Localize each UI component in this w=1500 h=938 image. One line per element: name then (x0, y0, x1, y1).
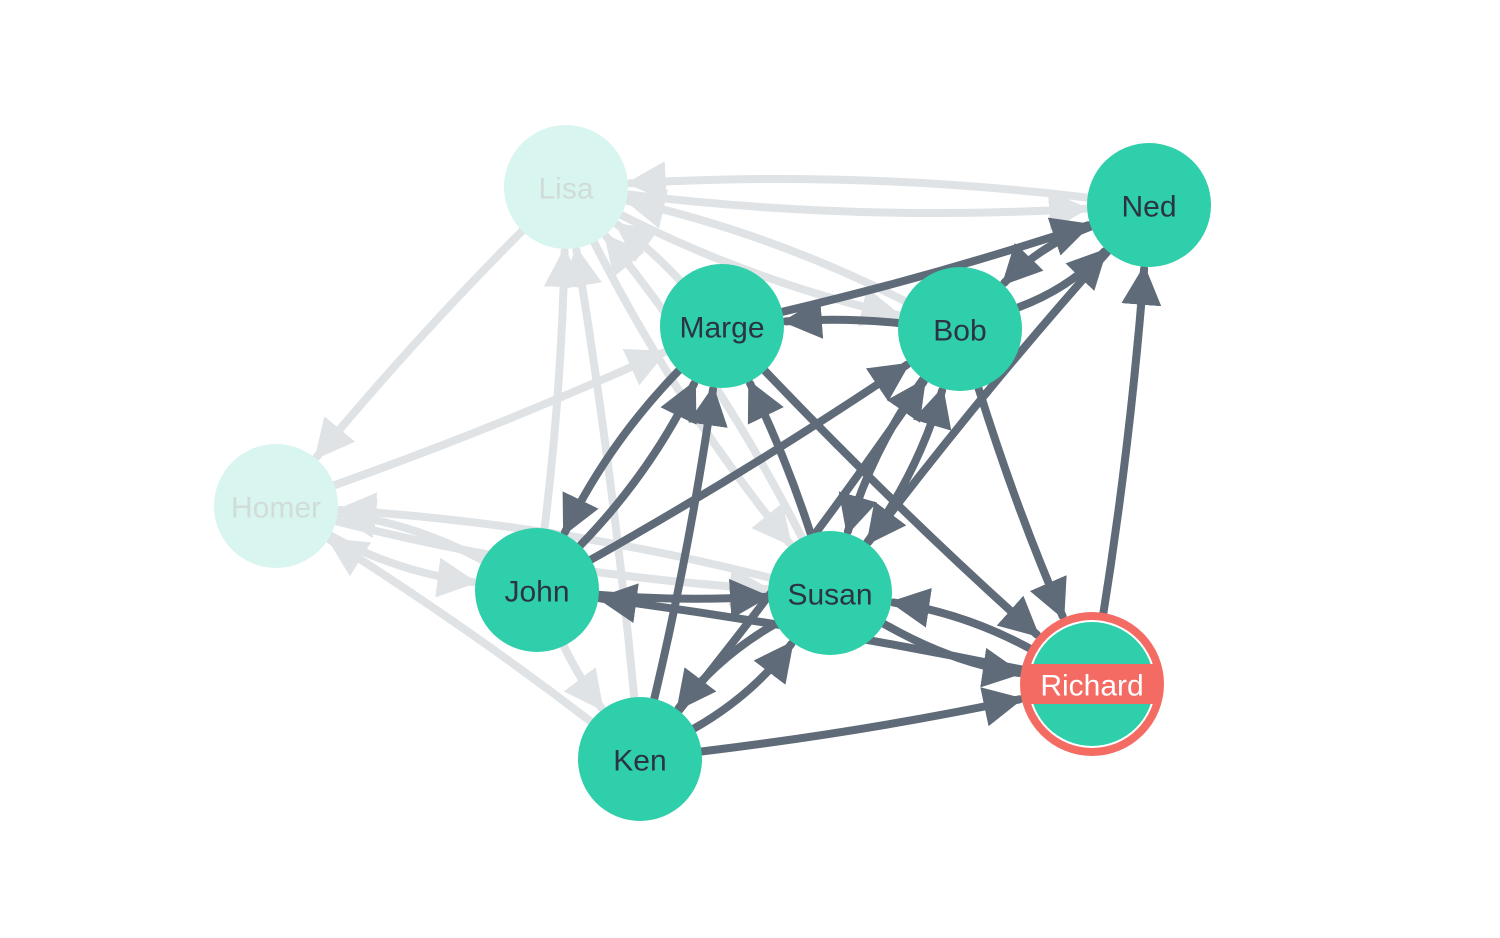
edge-susan-to-richard[interactable] (879, 619, 1023, 688)
node-circle (578, 697, 702, 821)
edge-ned-to-lisa[interactable] (625, 161, 1092, 202)
edge-marge-to-john[interactable] (560, 366, 683, 537)
edge-susan-to-marge[interactable] (746, 379, 815, 539)
node-label: Lisa (538, 173, 593, 206)
node-label: Ned (1121, 191, 1176, 224)
edge-lisa-to-homer[interactable] (312, 226, 527, 461)
node-label: Ken (613, 745, 666, 778)
edge-ken-to-richard[interactable] (697, 687, 1024, 756)
edge-john-to-bob[interactable] (587, 360, 911, 564)
node-ned[interactable]: Ned (1087, 143, 1211, 267)
node-ken[interactable]: Ken (578, 697, 702, 821)
edge-john-to-ken[interactable] (559, 641, 606, 712)
node-circle (768, 531, 892, 655)
node-richard[interactable]: Richard (1020, 612, 1164, 756)
node-marge[interactable]: Marge (660, 264, 784, 388)
edge-ken-to-susan[interactable] (690, 640, 796, 733)
edge-ken-to-homer[interactable] (326, 536, 595, 726)
node-bob[interactable]: Bob (898, 267, 1022, 391)
edge-bob-to-susan[interactable] (838, 375, 928, 536)
edge-homer-to-marge[interactable] (330, 348, 668, 490)
node-circle (898, 267, 1022, 391)
selected-label-background (1024, 664, 1160, 704)
edge-marge-to-richard[interactable] (760, 366, 1041, 639)
edge-susan-to-bob[interactable] (862, 386, 952, 547)
edge-john-to-lisa[interactable] (540, 247, 584, 533)
node-john[interactable]: John (475, 528, 599, 652)
edge-bob-to-marge[interactable] (781, 298, 903, 339)
edge-richard-to-ned[interactable] (1097, 264, 1162, 627)
node-susan[interactable]: Susan (768, 531, 892, 655)
edge-ken-to-marge[interactable] (650, 385, 728, 703)
node-lisa[interactable]: Lisa (504, 125, 628, 249)
edge-marge-to-lisa[interactable] (613, 220, 684, 285)
edge-lisa-to-ned[interactable] (623, 190, 1090, 231)
node-circle (504, 125, 628, 249)
node-homer[interactable]: Homer (214, 444, 338, 568)
node-circle (1087, 143, 1211, 267)
edge-ned-to-bob[interactable] (1000, 222, 1095, 287)
node-label: Richard (1040, 670, 1143, 703)
edge-bob-to-lisa[interactable] (624, 189, 909, 305)
node-label: John (504, 576, 569, 609)
node-circle (214, 444, 338, 568)
node-label: Bob (933, 315, 986, 348)
edge-richard-to-susan[interactable] (889, 588, 1043, 658)
edge-ken-to-lisa[interactable] (562, 246, 639, 702)
node-circle (475, 528, 599, 652)
edge-susan-to-ken[interactable] (674, 619, 780, 712)
node-label: Homer (231, 492, 321, 525)
node-label: Marge (679, 312, 764, 345)
node-circle (660, 264, 784, 388)
edge-bob-to-richard[interactable] (974, 384, 1067, 621)
node-label: Susan (787, 579, 872, 612)
